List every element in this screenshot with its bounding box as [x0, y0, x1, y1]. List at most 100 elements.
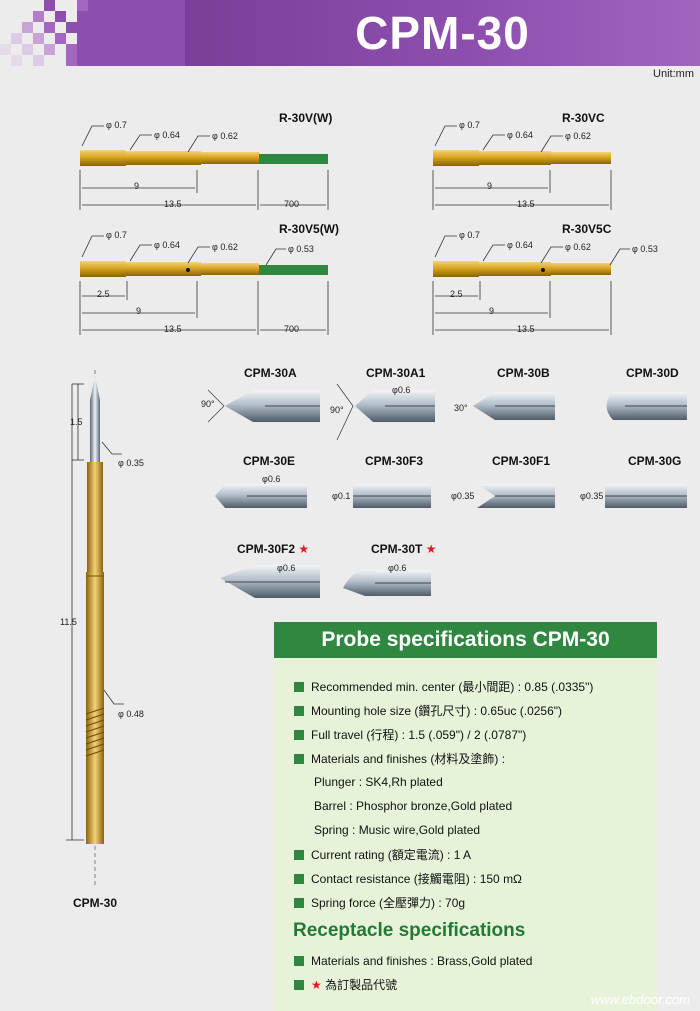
spec-item: Contact resistance (接觸電阻) : 150 mΩ	[294, 871, 522, 887]
rec-item: Materials and finishes : Brass,Gold plat…	[294, 953, 532, 969]
tip-drawings	[207, 383, 687, 598]
bullet-icon	[294, 956, 304, 966]
r30v5c-dia-064: φ 0.64	[507, 240, 533, 250]
spec-text: Recommended min. center (最小間距) : 0.85 (.…	[311, 680, 594, 694]
star-icon: ★	[425, 542, 437, 556]
bullet-icon	[294, 980, 304, 990]
bullet-icon	[294, 754, 304, 764]
r30vc-dia-062: φ 0.62	[565, 131, 591, 141]
r30vw-dim-700: 700	[284, 199, 300, 209]
r30vw-dia-062: φ 0.62	[212, 131, 238, 141]
tip-30a-angle: 90°	[201, 399, 215, 409]
tip-30d-name: CPM-30D	[626, 366, 679, 380]
bullet-icon	[294, 898, 304, 908]
probe-dim-15: 1.5	[70, 417, 83, 427]
probe-dim-115: 11.5	[60, 617, 77, 627]
bullet-icon	[294, 682, 304, 692]
r30vc-dim-135: 13.5	[517, 199, 535, 209]
r30vw-name: R-30V(W)	[279, 111, 333, 125]
r30vc-dim-9: 9	[487, 181, 493, 191]
r30vc-dia-064: φ 0.64	[507, 130, 533, 140]
unit-label: Unit:mm	[653, 68, 694, 80]
bullet-icon	[294, 874, 304, 884]
tip-30g-name: CPM-30G	[628, 454, 682, 468]
spec-subitem: Plunger : SK4,Rh plated	[314, 775, 443, 789]
r30v5w-dia-062: φ 0.62	[212, 242, 238, 252]
r30v5w-dim-25: 2.5	[97, 289, 110, 299]
page-header: CPM-30	[0, 0, 700, 66]
tip-30a1	[336, 383, 435, 441]
tip-30g	[605, 484, 687, 508]
r30v5w-dim-135: 13.5	[164, 324, 182, 334]
probe-dia-035: φ 0.35	[118, 458, 144, 468]
spec-item: Full travel (行程) : 1.5 (.059") / 2 (.078…	[294, 727, 526, 743]
rec-text: Materials and finishes : Brass,Gold plat…	[311, 954, 533, 968]
r30v5c-name: R-30V5C	[562, 222, 612, 236]
tip-30f2	[220, 565, 320, 598]
spec-item: Materials and finishes (材料及塗飾) :	[294, 751, 505, 767]
spec-item: Current rating (額定電流) : 1 A	[294, 847, 471, 863]
receptacle-r30vw	[79, 125, 329, 210]
page-title: CPM-30	[355, 7, 530, 59]
spec-text: Materials and finishes (材料及塗飾) :	[311, 752, 506, 766]
tip-30a1-angle: 90°	[330, 405, 344, 415]
probe-dia-048: φ 0.48	[118, 709, 144, 719]
r30v5c-dia-062: φ 0.62	[565, 242, 591, 252]
r30v5w-name: R-30V5(W)	[279, 222, 340, 236]
star-icon: ★	[311, 978, 322, 992]
tip-30a	[207, 389, 320, 423]
order-note-text: 為訂製品代號	[325, 978, 398, 992]
r30v5w-dia-064: φ 0.64	[154, 240, 180, 250]
bullet-icon	[294, 850, 304, 860]
r30vw-dim-9: 9	[134, 181, 140, 191]
spec-subitem: Spring : Music wire,Gold plated	[314, 823, 481, 837]
tip-30f1-name: CPM-30F1	[492, 454, 551, 468]
spec-panel: Probe specifications CPM-30 Recommended …	[274, 622, 657, 1011]
spec-text: Spring force (全壓彈力) : 70g	[311, 896, 466, 910]
tip-30b	[473, 392, 555, 420]
r30vc-dia-07: φ 0.7	[459, 120, 480, 130]
tip-30e-name: CPM-30E	[243, 454, 296, 468]
tip-30f1-dia: φ0.35	[451, 491, 475, 501]
tip-30f2-dia: φ0.6	[277, 563, 296, 573]
tip-30f3-name: CPM-30F3	[365, 454, 424, 468]
spec-subitem: Barrel : Phosphor bronze,Gold plated	[314, 799, 513, 813]
receptacle-r30v5c	[432, 235, 630, 335]
tip-30d	[606, 392, 687, 420]
tip-30f3	[353, 484, 431, 508]
tip-30g-dia: φ0.35	[580, 491, 604, 501]
tip-30f2-name: CPM-30F2 ★	[237, 542, 310, 556]
tip-30t	[343, 569, 431, 596]
spec-text: Full travel (行程) : 1.5 (.059") / 2 (.078…	[311, 728, 527, 742]
tip-30t-dia: φ0.6	[388, 563, 407, 573]
bullet-icon	[294, 730, 304, 740]
header-band	[185, 0, 700, 66]
spec-title-bar: Probe specifications CPM-30	[274, 622, 657, 658]
probe-label: CPM-30	[73, 896, 118, 910]
tip-30b-angle: 30°	[454, 403, 468, 413]
tip-30f1	[477, 484, 555, 508]
receptacle-r30vc	[432, 125, 612, 210]
r30v5c-dim-25: 2.5	[450, 289, 463, 299]
r30v5w-dia-07: φ 0.7	[106, 230, 127, 240]
tip-30e	[215, 484, 307, 508]
tip-30a1-name: CPM-30A1	[366, 366, 426, 380]
spec-item: Mounting hole size (鑽孔尺寸) : 0.65uc (.025…	[294, 703, 562, 719]
spec-title: Probe specifications CPM-30	[321, 628, 610, 651]
spec-text: Mounting hole size (鑽孔尺寸) : 0.65uc (.025…	[311, 704, 563, 718]
tip-30t-name: CPM-30T ★	[371, 542, 437, 556]
tip-30f3-dia: φ0.1	[332, 491, 351, 501]
spec-text: Current rating (額定電流) : 1 A	[311, 848, 472, 862]
spec-text: Contact resistance (接觸電阻) : 150 mΩ	[311, 872, 523, 886]
r30vw-dia-064: φ 0.64	[154, 130, 180, 140]
spec-item: Recommended min. center (最小間距) : 0.85 (.…	[294, 679, 593, 695]
r30v5c-dim-135: 13.5	[517, 324, 535, 334]
r30v5w-dim-9: 9	[136, 306, 142, 316]
receptacle-spec-title: Receptacle specifications	[293, 920, 526, 941]
r30v5c-dia-053: φ 0.53	[632, 244, 658, 254]
tip-30a1-dia: φ0.6	[392, 385, 411, 395]
r30vw-dia-07: φ 0.7	[106, 120, 127, 130]
r30v5c-dim-9: 9	[489, 306, 495, 316]
r30v5w-dim-700: 700	[284, 324, 300, 334]
r30vw-dim-135: 13.5	[164, 199, 182, 209]
